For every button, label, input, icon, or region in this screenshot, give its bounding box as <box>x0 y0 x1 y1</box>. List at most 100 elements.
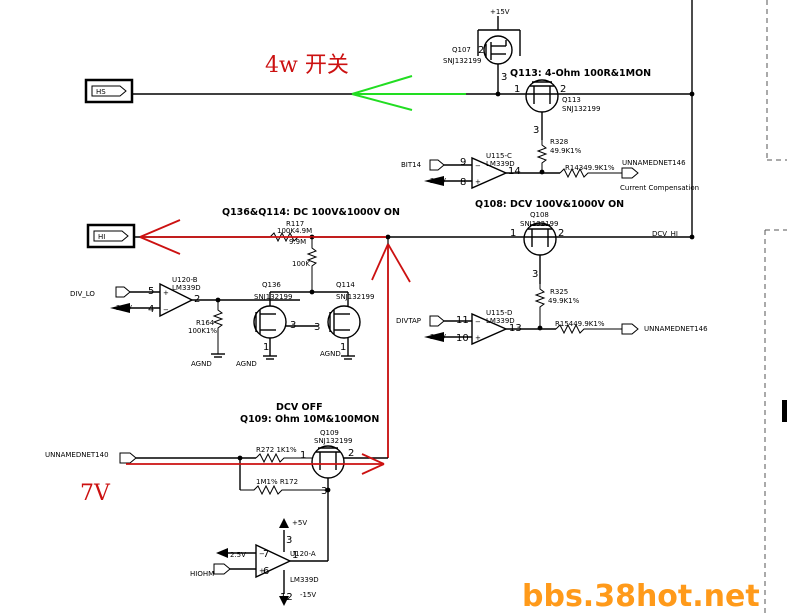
svg-text:−: − <box>163 306 169 314</box>
bit14-flag[interactable] <box>429 159 445 171</box>
r164-resistor <box>212 300 224 354</box>
q113-pin2: 2 <box>560 84 566 95</box>
q108-pin2: 2 <box>558 228 564 239</box>
u120b-part: LM339D <box>172 284 201 292</box>
q107-transistor: 2 3 <box>477 22 521 94</box>
u115c-pin14: 14 <box>508 166 521 177</box>
u120b-ref-arrow <box>110 303 130 313</box>
divtap-label: DIVTAP <box>396 317 421 325</box>
q109-title2: Q109: Ohm 10M&100MON <box>240 414 379 425</box>
q109-pin3: 3 <box>321 486 327 497</box>
u115d-pin10: 10 <box>456 333 469 344</box>
junction-hs-bus <box>689 91 695 97</box>
net146a-flag[interactable] <box>621 167 639 179</box>
r117-100k-resistor <box>306 237 318 292</box>
u115c-ref: U115-C <box>486 152 512 160</box>
r325-resistor <box>534 284 546 328</box>
q107-pin2: 2 <box>478 45 484 56</box>
rail-p15-label: +15V <box>490 8 510 16</box>
q109-transistor: 1 2 3 <box>300 445 354 545</box>
r143-resistor <box>559 167 622 179</box>
r117-value2: 9.9M <box>289 238 306 246</box>
r172-resistor <box>240 484 328 496</box>
net146b-flag[interactable] <box>621 323 639 335</box>
u120a-pin1: 1 <box>292 550 298 561</box>
net146b-label: UNNAMEDNET146 <box>644 325 708 333</box>
junction-hs-q107 <box>495 91 501 97</box>
q108-title: Q108: DCV 100V&1000V ON <box>475 199 624 210</box>
q114-pin3: 3 <box>314 322 320 333</box>
u115d-2v5-label: 2.5V <box>430 333 446 341</box>
agnd-r164-label: AGND <box>191 360 212 368</box>
u115c-2v5-label: 2.5V <box>430 177 446 185</box>
r325-ref: R325 <box>550 288 568 296</box>
div-lo-flag[interactable] <box>115 286 131 298</box>
bit14-label: BIT14 <box>401 161 422 169</box>
q109-ref: Q109 <box>320 429 339 437</box>
u120a-pin3: 3 <box>286 535 292 546</box>
switch-annotation: 4w 开关 <box>265 53 349 78</box>
border-marker <box>782 400 787 422</box>
r117-value1: 100K4.9M <box>277 227 312 235</box>
net146a-label: UNNAMEDNET146 <box>622 159 686 167</box>
u120a-2v5-label: 2.5V <box>230 551 246 559</box>
u115d-opamp: − + 11 10 13 <box>444 312 556 346</box>
u120b-2v5-label: 2.5V <box>116 304 132 312</box>
q113-title: Q113: 4-Ohm 100R&1MON <box>510 68 651 79</box>
q136-pin1: 1 <box>263 342 269 353</box>
r154-label: R15449.9K1% <box>555 320 605 328</box>
q107-ref: Q107 <box>452 46 471 54</box>
svg-text:+: + <box>163 289 169 297</box>
agnd-q114-label: AGND <box>320 350 341 358</box>
r164-value: 100K1% <box>188 327 217 335</box>
q109-pin2: 2 <box>348 448 354 459</box>
u120a-pin7: 7 <box>263 549 269 560</box>
u115d-pin13: 13 <box>509 323 522 334</box>
q136-part: SNJ132199 <box>254 293 292 301</box>
u115d-pin11: 11 <box>456 315 469 326</box>
rail-p5-label: +5V <box>292 519 307 527</box>
hs-port[interactable]: HS <box>84 78 134 104</box>
current-comp-label: Current Compensation <box>620 184 699 192</box>
u120a-ref: U120-A <box>290 550 316 558</box>
hi-port-label: HI <box>98 233 105 241</box>
q109-title1: DCV OFF <box>276 402 323 413</box>
u115c-pin8: 8 <box>460 177 466 188</box>
r172-label: 1M1% R172 <box>256 478 298 486</box>
hi-port[interactable]: HI <box>86 223 136 249</box>
agnd-q136-label: AGND <box>236 360 257 368</box>
r328-ref: R328 <box>550 138 568 146</box>
junction-dcv-bus <box>689 234 695 240</box>
net140-label: UNNAMEDNET140 <box>45 451 109 459</box>
dcv-hi-label: DCV_HI <box>652 230 678 238</box>
r143-label: R14349.9K1% <box>565 164 615 172</box>
svg-text:+: + <box>475 334 481 342</box>
red-arrow-right <box>126 453 385 475</box>
q109-pin1: 1 <box>300 450 306 461</box>
red-arrow-hi <box>139 219 386 255</box>
div-lo-label: DIV_LO <box>70 290 95 298</box>
r117-resistor <box>269 231 312 243</box>
svg-text:+: + <box>259 567 265 575</box>
hiohm-flag[interactable] <box>213 563 231 575</box>
r154-resistor <box>555 323 622 335</box>
junction-r172 <box>325 487 331 493</box>
green-arrow <box>351 75 466 111</box>
divtap-flag[interactable] <box>429 315 445 327</box>
r325-value: 49.9K1% <box>548 297 580 305</box>
voltage-annotation: 7V <box>80 481 111 506</box>
svg-text:−: − <box>475 162 481 170</box>
hiohm-label: HIOHM <box>190 570 214 578</box>
r272-resistor <box>255 452 312 464</box>
q136-ref: Q136 <box>262 281 281 289</box>
q108-pin3: 3 <box>532 269 538 280</box>
u115c-part: LM339D <box>486 160 515 168</box>
r117-ref: R117 <box>286 220 304 228</box>
red-arrow-up <box>371 243 411 458</box>
q113-pin3: 3 <box>533 125 539 136</box>
junction-100k <box>309 289 315 295</box>
u120a-part: LM339D <box>290 576 319 584</box>
q136-q114-title: Q136&Q114: DC 100V&1000V ON <box>222 207 400 218</box>
q114-part: SNJ132199 <box>336 293 374 301</box>
net140-flag[interactable] <box>119 452 137 464</box>
